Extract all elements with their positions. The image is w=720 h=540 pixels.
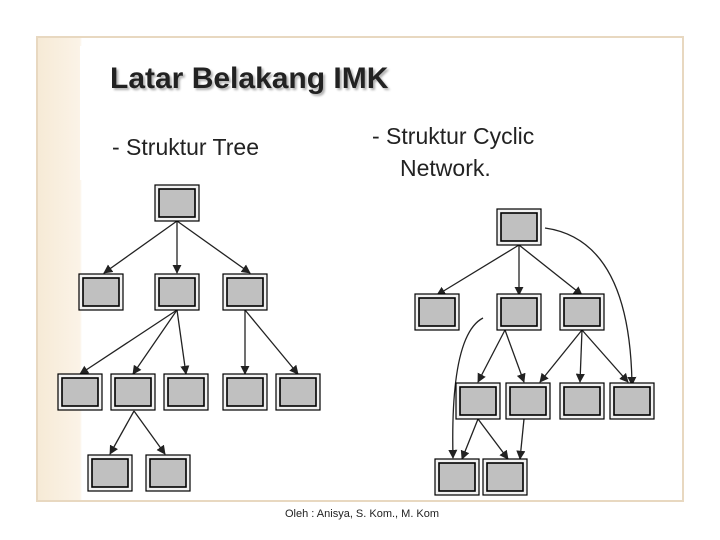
diagram-node xyxy=(154,184,200,222)
diagram-node xyxy=(110,373,156,411)
diagram-node xyxy=(154,273,200,311)
diagram-node xyxy=(482,458,528,496)
cyclic-nodes xyxy=(414,208,655,496)
footer-author: Oleh : Anisya, S. Kom., M. Kom xyxy=(285,508,440,520)
slide-title: Latar Belakang IMK xyxy=(110,62,389,95)
diagram-node xyxy=(559,293,605,331)
diagram-node xyxy=(78,273,124,311)
diagram-node xyxy=(163,373,209,411)
diagram-node xyxy=(57,373,103,411)
diagram-node xyxy=(275,373,321,411)
diagram-node xyxy=(505,382,551,420)
diagram-node xyxy=(496,293,542,331)
diagram-node xyxy=(414,293,460,331)
diagram-node xyxy=(559,382,605,420)
diagram-node xyxy=(434,458,480,496)
bullet-cyclic-network: - Struktur Cyclic Network. xyxy=(372,120,534,184)
diagram-node xyxy=(609,382,655,420)
diagram-node xyxy=(496,208,542,246)
diagram-node xyxy=(222,273,268,311)
diagram-node xyxy=(455,382,501,420)
bullet-cyclic-line2: Network. xyxy=(400,155,491,181)
tree-nodes xyxy=(57,184,321,492)
cyclic-edges xyxy=(436,227,637,460)
diagram-node xyxy=(145,454,191,492)
bullet-cyclic-line1: - Struktur Cyclic xyxy=(372,123,535,149)
content-panel xyxy=(80,46,680,180)
tree-edges xyxy=(79,220,299,455)
bullet-tree-structure: - Struktur Tree xyxy=(112,134,259,160)
diagram-node xyxy=(222,373,268,411)
diagram-node xyxy=(87,454,133,492)
